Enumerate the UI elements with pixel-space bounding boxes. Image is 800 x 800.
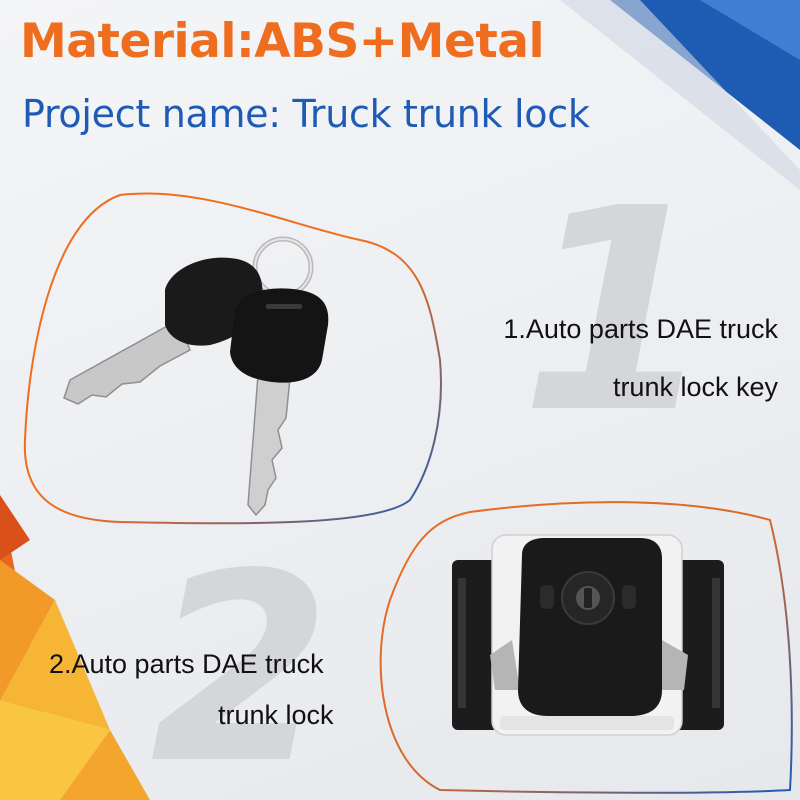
- lock-left-rail-groove: [458, 578, 466, 708]
- lock-keyhole-plate: [576, 586, 600, 610]
- poly-orange-3: [60, 730, 150, 800]
- poly-orange-2: [0, 560, 55, 700]
- lock-left-clip: [490, 640, 520, 690]
- big-number-1: 1: [520, 149, 715, 475]
- lock-keyhole: [584, 588, 592, 608]
- blob-outline-top: [23, 192, 442, 525]
- lock-right-clip: [660, 640, 688, 690]
- lock-housing: [518, 538, 662, 716]
- poly-red: [0, 495, 30, 560]
- project-title: Project name: Truck trunk lock: [22, 92, 590, 136]
- lock-left-rail: [452, 560, 512, 730]
- material-title: Material:ABS+Metal: [20, 14, 545, 69]
- key-ring-highlight: [254, 238, 312, 296]
- lock-white-base: [491, 534, 683, 736]
- lock-right-rail-groove: [712, 578, 720, 708]
- lock-right-rail: [662, 560, 724, 730]
- lock-cylinder: [561, 571, 615, 625]
- key-ring: [252, 236, 314, 298]
- lock-bottom-strip: [500, 716, 674, 730]
- key-1-head: [165, 257, 263, 346]
- poly-orange-1: [0, 495, 60, 800]
- lock-bump-left: [540, 585, 554, 609]
- item-1-caption-line-2: trunk lock key: [612, 372, 778, 402]
- corner-triangle-light-blue: [700, 0, 800, 60]
- corner-triangle-blue: [610, 0, 800, 150]
- key-1-blade: [63, 318, 191, 405]
- big-number-2: 2: [150, 519, 331, 800]
- item-1-caption-line-1: 1.Auto parts DAE truck: [503, 314, 778, 344]
- lock-bump-right: [622, 585, 636, 609]
- key-2-blade: [247, 374, 291, 517]
- item-2-caption-line-2: trunk lock: [218, 700, 334, 730]
- item-2-caption-line-1: 2.Auto parts DAE truck: [49, 649, 324, 679]
- poly-yellow-2: [0, 700, 110, 800]
- key-2-slot: [266, 304, 302, 309]
- key-2-head: [230, 288, 329, 383]
- blob-outline-bottom: [379, 501, 793, 794]
